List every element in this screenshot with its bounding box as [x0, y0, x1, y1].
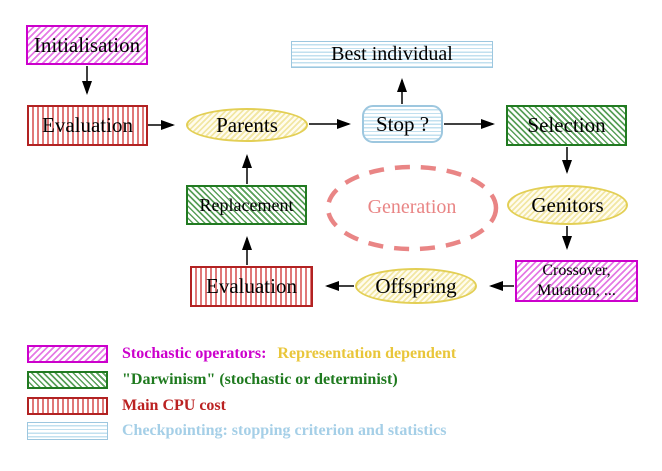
generation-dashed-ellipse: [325, 164, 499, 252]
node-replacement: Replacement: [186, 185, 307, 225]
node-best-individual: Best individual: [291, 41, 493, 68]
legend-label-representation: Representation dependent: [277, 345, 457, 362]
crossover-line2: Mutation, ...: [537, 282, 616, 299]
legend-label-checkpointing: Checkpointing: stopping criterion and st…: [122, 422, 447, 439]
legend-swatch-checkpointing: [27, 422, 108, 440]
node-initialisation: Initialisation: [26, 25, 148, 65]
node-selection: Selection: [506, 105, 627, 146]
node-evaluation-top: Evaluation: [27, 105, 148, 146]
node-crossover-mutation: Crossover, Mutation, ...: [515, 260, 638, 302]
legend-row-stochastic: Stochastic operators: Representation depe…: [122, 345, 456, 363]
node-offspring: Offspring: [355, 268, 477, 304]
generation-label: Generation: [367, 196, 457, 218]
node-parents: Parents: [186, 108, 308, 142]
legend-label-stochastic: Stochastic operators:: [122, 345, 267, 362]
legend-label-darwinism: "Darwinism" (stochastic or determinist): [122, 371, 398, 388]
legend-swatch-stochastic-operators: [27, 345, 108, 363]
legend-swatch-cpu-cost: [27, 397, 108, 415]
node-stop: Stop ?: [362, 105, 443, 143]
legend-swatch-darwinism: [27, 371, 108, 389]
crossover-line1: Crossover,: [542, 262, 611, 279]
legend-label-cpu-cost: Main CPU cost: [122, 397, 226, 414]
node-evaluation-bottom: Evaluation: [190, 266, 313, 307]
node-genitors: Genitors: [507, 185, 628, 225]
